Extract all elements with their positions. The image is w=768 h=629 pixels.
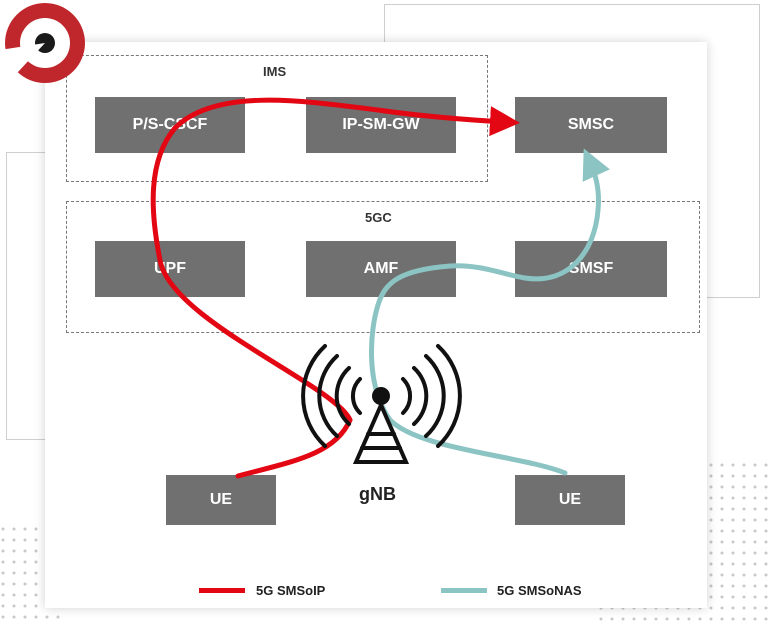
antenna-icon (301, 344, 462, 464)
smsoip-legend-label: 5G SMSoIP (256, 583, 326, 598)
smsonas-legend-swatch (441, 588, 487, 593)
smsonas-legend-label: 5G SMSoNAS (497, 583, 582, 598)
5gc-group (66, 201, 700, 333)
smsc-node: SMSC (515, 97, 667, 153)
brand-logo-icon (0, 3, 85, 83)
smsf-node: SMSF (515, 241, 667, 297)
pscscf-node: P/S-CSCF (95, 97, 245, 153)
smsoip-legend-swatch (199, 588, 245, 593)
smsoip-path (150, 97, 520, 479)
ue-right-node: UE (515, 475, 625, 525)
smsonas-path (369, 148, 610, 476)
ims-group-label: IMS (263, 64, 287, 79)
5gc-group-label: 5GC (365, 210, 392, 225)
gnb-label: gNB (359, 484, 396, 504)
ue-left-node: UE (166, 475, 276, 525)
antenna-hub-icon (372, 387, 390, 405)
upf-node: UPF (95, 241, 245, 297)
